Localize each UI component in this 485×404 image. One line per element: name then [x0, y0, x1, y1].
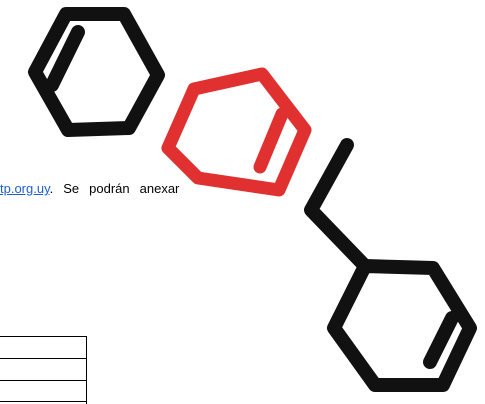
ring-middle-red: [161, 67, 312, 197]
table-border-line: [0, 401, 87, 402]
ring-top-left-double-bond: [45, 25, 85, 92]
word-anexar: anexar: [139, 181, 180, 196]
table-right-border: [85, 336, 87, 404]
ring-middle-double-bond: [253, 107, 289, 174]
table-border-line: [0, 336, 87, 337]
email-link[interactable]: tp.org.uy: [0, 181, 50, 196]
word-se: Se: [63, 181, 80, 196]
connector-chain: [304, 138, 372, 273]
word-podran: podrán: [89, 181, 130, 196]
ring-bottom-right: [327, 259, 477, 392]
table-border-line: [0, 358, 87, 359]
body-text-line: tp.org.uy. Se podrán anexar: [0, 179, 300, 199]
ring-bottom-right-double-bond: [423, 311, 459, 369]
ring-top-left: [28, 7, 165, 137]
table-fragment: [0, 336, 87, 404]
link-period: .: [49, 181, 54, 196]
table-border-line: [0, 380, 87, 381]
